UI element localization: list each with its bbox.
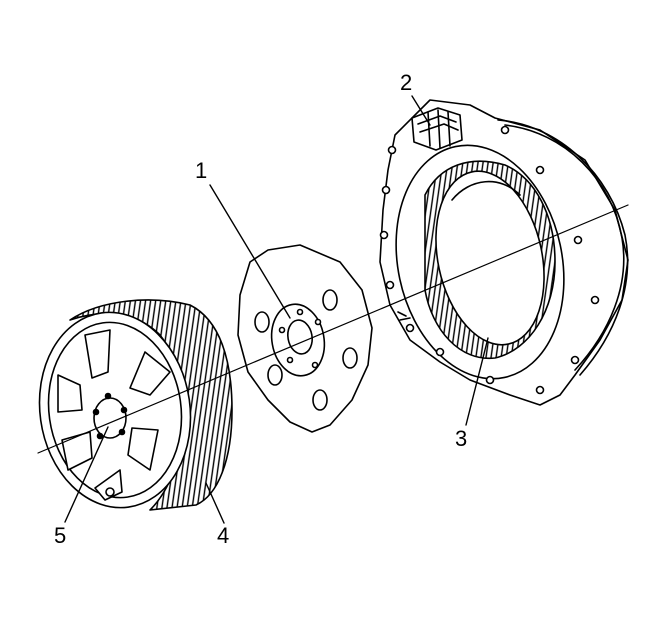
leader-2 (412, 96, 430, 125)
leader-1 (210, 185, 290, 318)
housing-rim (498, 120, 628, 375)
leader-4 (206, 483, 224, 523)
rotor-hub-bolts (94, 394, 127, 439)
rotor-windows (58, 330, 170, 500)
callout-2: 2 (400, 70, 413, 95)
leader-3 (466, 338, 488, 425)
assembly-axis (38, 205, 628, 453)
rotor-ribbed-band (70, 300, 232, 510)
callout-5: 5 (54, 523, 67, 548)
callout-1: 1 (195, 158, 208, 183)
callout-3: 3 (455, 426, 468, 451)
leader-5 (65, 427, 108, 522)
flex-plate-holes (255, 290, 357, 410)
stator-bore (421, 161, 559, 355)
flex-plate (238, 245, 372, 432)
leader-lines (65, 96, 488, 523)
housing-assembly (375, 100, 628, 405)
housing-bolt-holes (381, 127, 599, 394)
rotor-drum (27, 300, 232, 517)
callout-4: 4 (217, 523, 230, 548)
